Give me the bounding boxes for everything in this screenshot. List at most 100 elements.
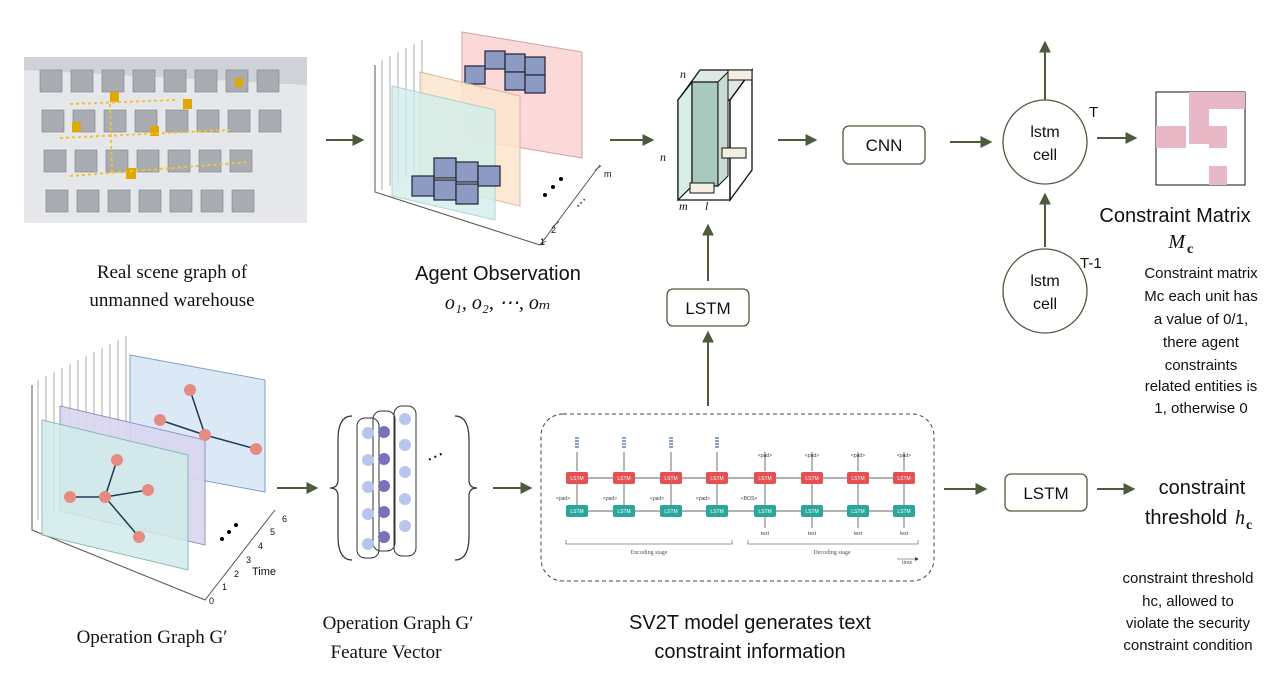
agent-observation-stack [374,31,602,246]
shelf-block [70,69,94,93]
sv2t-lstm-cell [847,472,869,484]
sv2t-lstm-cell [613,505,635,517]
sv2t-lstm-cell-label: LSTM [897,509,910,515]
sv2t-input-frame [669,440,673,442]
lstm-cell-t-minus-1-line1: lstm [1030,273,1059,290]
shelf-block [45,189,69,213]
sv2t-input-frame [715,443,719,445]
shelf-block [43,149,67,173]
sv2t-input-frame [575,446,579,448]
sv2t-lstm-cell [660,472,682,484]
lstm-cell-t-line2: cell [1033,147,1057,164]
lstm-cell-t-minus-1-line2: cell [1033,296,1057,313]
time-tick: 1 [222,582,227,592]
threshold-title-line1: constraint [1159,477,1246,499]
sv2t-lstm-cell-label: LSTM [851,509,864,515]
warehouse-caption-line2: unmanned warehouse [89,290,254,311]
matrix-desc-line: Constraint matrix [1144,265,1258,282]
sv2t-token-label: <pad> [650,496,664,502]
sv2t-input-frame [575,437,579,439]
sv2t-token-label: <pad> [603,496,617,502]
lstm-cell-t-minus-1-time: T-1 [1080,255,1102,272]
sv2t-panel [540,413,935,582]
cube-label-bottom-m: m [679,199,688,213]
sv2t-token-label: <BOS> [741,496,757,502]
lstm-middle-label: LSTM [685,299,730,318]
shelf-block [256,69,280,93]
sv2t-input-frame [622,437,626,439]
observation-tick-1: 1 [540,237,545,247]
shelf-block [138,189,162,213]
threshold-desc-line: hc, allowed to [1142,593,1234,610]
cube-label-bottom-l: l [705,199,709,213]
sv2t-lstm-cell-label: LSTM [570,476,583,482]
sv2t-input-frame [622,440,626,442]
sv2t-lstm-cell [660,505,682,517]
sv2t-token-label: <pad> [696,496,710,502]
sv2t-lstm-cell-label: LSTM [664,509,677,515]
sv2t-lstm-cell-label: LSTM [758,509,771,515]
constraint-matrix-grid [1155,91,1246,186]
shelf-block [196,109,220,133]
lstm-right-box [1004,473,1088,512]
sv2t-input-frame [715,437,719,439]
sv2t-seq2seq-cells: LSTM LSTM <pad> LSTM LSTM <pad> LSTM LSTM <pad> L… [556,437,915,537]
sv2t-lstm-cell-label: LSTM [617,509,630,515]
shelf-block [167,149,191,173]
sv2t-input-frame [715,440,719,442]
threshold-desc-line: violate the security [1126,615,1251,632]
constraint-matrix-symbol-sub: c [1187,242,1193,257]
matrix-desc-line: there agent [1163,334,1240,351]
observation-caption-vars: o₁, o₂, ⋯, oₘ [445,292,551,314]
time-tick: 2 [234,569,239,579]
sv2t-lstm-cell [893,505,915,517]
sv2t-lstm-cell-label: LSTM [758,476,771,482]
shelf-block [258,109,282,133]
observation-tick-2: 2 [551,225,556,235]
feature-vector-caption-line1: Operation Graph G′ [323,613,474,634]
sv2t-input-frame [669,446,673,448]
matrix-desc-line: constraints [1165,357,1238,374]
sv2t-token-label: <pad> [556,496,570,502]
shelf-block [41,109,65,133]
sv2t-lstm-cell [613,472,635,484]
sv2t-token-label: text [761,531,770,537]
feature-vector-caption-line2: Feature Vector [331,642,443,663]
sv2t-lstm-cell-label: LSTM [570,509,583,515]
shelf-block [136,149,160,173]
lstm-right-label: LSTM [1023,484,1068,503]
matrix-desc-line: 1, otherwise 0 [1154,400,1247,417]
time-tick: 0 [209,596,214,606]
sv2t-token-label: text [900,531,909,537]
shelf-block [103,109,127,133]
sv2t-input-frame [669,437,673,439]
feature-vector [329,405,478,561]
sv2t-encoding-label: Encoding stage [631,550,668,556]
sv2t-caption-line1: SV2T model generates text [629,612,871,634]
sv2t-lstm-cell-label: LSTM [710,509,723,515]
warehouse-paths [59,99,251,177]
shelf-block [231,189,255,213]
sv2t-decoding-label: Decoding stage [813,550,850,556]
constraint-matrix-title: Constraint Matrix [1099,205,1250,227]
time-tick: 6 [282,514,287,524]
sv2t-lstm-cell [706,472,728,484]
threshold-title-line2: threshold [1145,507,1227,529]
time-tick: 3 [246,555,251,565]
sv2t-lstm-cell [801,505,823,517]
cube-label-top-n: n [680,67,686,81]
sv2t-lstm-cell-label: LSTM [851,476,864,482]
sv2t-caption-line2: constraint information [654,641,845,663]
lstm-cell-t-time: T [1089,104,1098,121]
sv2t-lstm-cell [754,472,776,484]
lstm-middle-box [666,288,750,327]
sv2t-lstm-cell [801,472,823,484]
matrix-desc-line: a value of 0/1, [1154,311,1248,328]
lstm-cell-t-minus-1 [1002,248,1088,334]
shelf-block [229,149,253,173]
sv2t-lstm-cell [706,505,728,517]
sv2t-lstm-cell [566,505,588,517]
lstm-cell-t-line1: lstm [1030,124,1059,141]
observation-caption-title: Agent Observation [415,263,581,285]
